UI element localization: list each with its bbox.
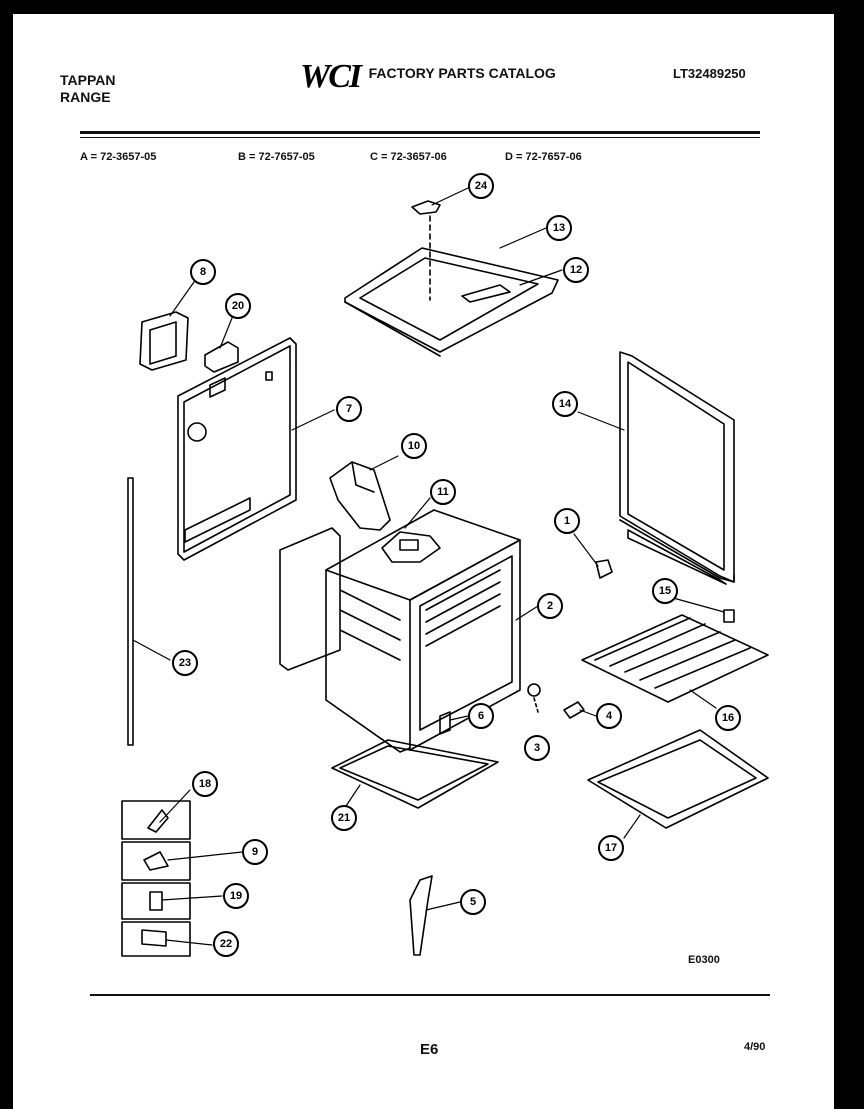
callout-2: 2 [537,593,563,619]
model-d: D = 72-7657-06 [505,151,582,163]
callout-13: 13 [546,215,572,241]
svg-text:5: 5 [470,896,476,908]
svg-text:23: 23 [179,657,191,669]
svg-text:3: 3 [534,742,540,754]
svg-text:8: 8 [200,266,206,278]
callout-20: 20 [225,293,251,319]
callout-5: 5 [460,889,486,915]
callout-15: 15 [652,578,678,604]
brand-name: TAPPAN [60,72,116,88]
svg-text:1: 1 [564,515,570,527]
part-10-duct [329,461,391,531]
part-5-tong [409,875,433,956]
svg-text:22: 22 [220,938,232,950]
svg-text:12: 12 [570,264,582,276]
callout-21: 21 [331,805,357,831]
callout-18: 18 [192,771,218,797]
svg-text:6: 6 [478,710,484,722]
part-8-bracket [139,311,189,371]
svg-text:9: 9 [252,846,258,858]
part-13-top-panel [344,247,559,357]
part-19-box [121,882,191,920]
callout-10: 10 [401,433,427,459]
part-23-rod [127,477,134,746]
callout-6: 6 [468,703,494,729]
page-date: 4/90 [744,1041,766,1053]
callout-7: 7 [336,396,362,422]
callout-8: 8 [190,259,216,285]
figure-code: E0300 [688,954,720,966]
part-15-screw [723,609,735,623]
callout-16: 16 [715,705,741,731]
part-22-box [121,921,191,957]
svg-text:16: 16 [722,712,734,724]
svg-text:21: 21 [338,812,350,824]
svg-text:18: 18 [199,778,211,790]
part-4-spring [563,701,585,719]
model-b: B = 72-7657-05 [238,151,315,163]
svg-text:4: 4 [606,710,613,722]
callout-17: 17 [598,835,624,861]
callout-9: 9 [242,839,268,865]
callout-1: 1 [554,508,580,534]
svg-text:15: 15 [659,585,671,597]
callout-3: 3 [524,735,550,761]
part-6-bracket [439,711,451,735]
callout-19: 19 [223,883,249,909]
part-9-box [121,841,191,881]
callout-24: 24 [468,173,494,199]
svg-text:19: 19 [230,890,242,902]
document-number: LT32489250 [673,66,746,81]
callout-22: 22 [213,931,239,957]
brand-block: TAPPAN RANGE [60,73,115,107]
svg-text:17: 17 [605,842,617,854]
callout-12: 12 [563,257,589,283]
product-type: RANGE [60,89,111,105]
part-17-broiler-pan [587,729,769,829]
model-a: A = 72-3657-05 [80,151,157,163]
part-20-block [204,341,239,373]
page-number: E6 [420,1041,439,1058]
part-11-burner [381,531,441,563]
catalog-title-text: FACTORY PARTS CATALOG [368,65,556,81]
header-rule [80,131,760,134]
part-2-oven-body [279,509,521,753]
callout-11: 11 [430,479,456,505]
model-c: C = 72-3657-06 [370,151,447,163]
footer-rule [90,994,770,996]
svg-text:24: 24 [475,180,488,192]
svg-text:14: 14 [559,398,572,410]
svg-text:13: 13 [553,222,565,234]
callout-4: 4 [596,703,622,729]
callout-14: 14 [552,391,578,417]
catalog-title: WCI FACTORY PARTS CATALOG [300,58,556,96]
callout-23: 23 [172,650,198,676]
part-14-door-frame [619,351,735,585]
part-18-box [121,800,191,840]
svg-text:20: 20 [232,300,244,312]
part-21-bottom-panel [331,739,499,809]
part-24-clip [411,200,441,301]
svg-text:7: 7 [346,403,352,415]
part-1-knob [595,559,613,579]
svg-text:2: 2 [547,600,553,612]
wci-logo: WCI [300,58,362,95]
part-3-nut [527,683,541,713]
svg-text:11: 11 [437,486,449,498]
header-rule-thin [80,137,760,138]
part-7-back-panel [177,337,297,561]
leader-lines [132,187,725,946]
svg-text:10: 10 [408,440,420,452]
part-16-rack [581,614,769,703]
